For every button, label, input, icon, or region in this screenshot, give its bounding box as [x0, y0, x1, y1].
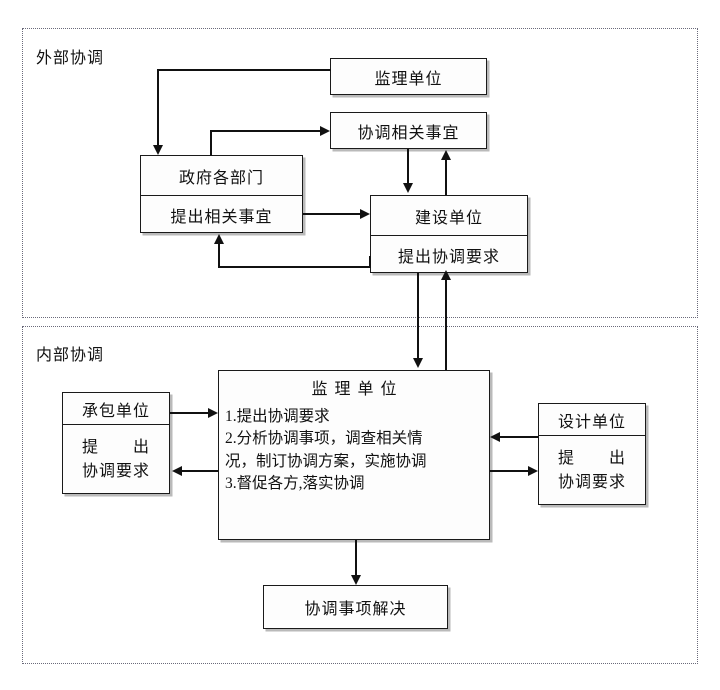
connector-supervisor-to-design-h: [490, 470, 528, 472]
connector-supervisor-to-gov-h: [157, 69, 331, 71]
group-external-coordination: [22, 28, 698, 318]
node-supervisor-main-title: 监理单位: [311, 381, 404, 398]
node-contractor-unit-action-line1: 提 出: [81, 438, 150, 456]
node-construction-unit-title: 建设单位: [414, 209, 483, 227]
node-construction-unit[interactable]: 建设单位 提出协调要求: [370, 195, 528, 273]
node-supervisor-top-title: 监理单位: [374, 70, 443, 88]
connector-construction-to-items-v: [445, 158, 447, 195]
connector-construction-to-items-arrow: [441, 150, 451, 160]
group-external-coordination-label: 外部协调: [36, 50, 105, 67]
connector-supervisor-to-resolved-v: [355, 540, 357, 577]
connector-gov-to-items-v: [210, 130, 212, 156]
node-contractor-unit-action-line2: 协调要求: [81, 462, 150, 480]
connector-supervisor-to-construction-arrow: [441, 270, 451, 280]
connector-design-to-supervisor-h: [500, 436, 538, 438]
node-coordinate-items[interactable]: 协调相关事宜: [330, 112, 487, 149]
connector-gov-to-items-h: [210, 130, 320, 132]
connector-construction-to-gov-h: [218, 266, 370, 268]
node-contractor-unit-action: 提 出 协调要求: [63, 424, 169, 494]
node-design-unit-action-line1: 提 出: [557, 449, 626, 467]
connector-construction-to-gov-v2: [218, 243, 220, 267]
connector-construction-to-supervisor-arrow: [413, 358, 423, 368]
connector-supervisor-to-contractor-arrow: [172, 466, 182, 476]
list-item: 2.分析协调事项，调查相关情: [225, 430, 423, 448]
node-coordinate-items-title: 协调相关事宜: [357, 124, 460, 142]
connector-supervisor-to-resolved-arrow: [351, 575, 361, 585]
node-gov-departments-action: 提出相关事宜: [141, 195, 302, 233]
connector-gov-to-construction-arrow: [360, 209, 370, 219]
node-design-unit[interactable]: 设计单位 提 出 协调要求: [538, 403, 646, 505]
node-contractor-unit-title: 承包单位: [81, 402, 150, 420]
group-internal-coordination-label: 内部协调: [36, 347, 105, 364]
node-gov-departments-title: 政府各部门: [178, 169, 264, 187]
list-item: 1.提出协调要求: [225, 408, 330, 425]
connector-supervisor-to-contractor-h: [182, 470, 218, 472]
connector-supervisor-to-gov-v: [157, 69, 159, 147]
node-supervisor-top[interactable]: 监理单位: [330, 58, 487, 95]
list-item: 况，制订协调方案，实施协调: [225, 452, 427, 470]
connector-items-to-construction-arrow: [403, 183, 413, 193]
connector-gov-to-items-arrow: [320, 126, 330, 136]
connector-items-to-construction-v: [407, 149, 409, 185]
connector-gov-to-construction-h: [303, 213, 360, 215]
node-gov-departments[interactable]: 政府各部门 提出相关事宜: [140, 155, 303, 233]
connector-construction-to-gov-arrow: [214, 234, 224, 244]
node-design-unit-action-line2: 协调要求: [557, 473, 626, 491]
connector-design-to-supervisor-arrow: [490, 432, 500, 442]
connector-supervisor-to-construction-v: [445, 278, 447, 370]
node-resolved-title: 协调事项解决: [304, 601, 407, 618]
connector-contractor-to-supervisor-h: [170, 412, 208, 414]
node-resolved[interactable]: 协调事项解决: [263, 585, 448, 629]
node-construction-unit-action: 提出协调要求: [371, 235, 527, 273]
node-design-unit-title: 设计单位: [557, 413, 626, 431]
list-item: 3.督促各方,落实协调: [225, 475, 365, 493]
connector-contractor-to-supervisor-arrow: [208, 408, 218, 418]
node-supervisor-main[interactable]: 监理单位 1.提出协调要求 2.分析协调事项，调查相关情 况，制订协调方案，实施…: [218, 370, 490, 540]
connector-supervisor-to-design-arrow: [528, 466, 538, 476]
node-design-unit-action: 提 出 协调要求: [539, 435, 645, 505]
connector-construction-to-gov-v1: [369, 256, 371, 268]
node-supervisor-main-list: 1.提出协调要求 2.分析协调事项，调查相关情 况，制订协调方案，实施协调 3.…: [219, 403, 489, 539]
node-contractor-unit[interactable]: 承包单位 提 出 协调要求: [62, 392, 170, 494]
connector-supervisor-to-gov-arrow: [153, 145, 163, 155]
connector-construction-to-supervisor-v: [417, 273, 419, 360]
group-internal-coordination: [22, 326, 698, 664]
